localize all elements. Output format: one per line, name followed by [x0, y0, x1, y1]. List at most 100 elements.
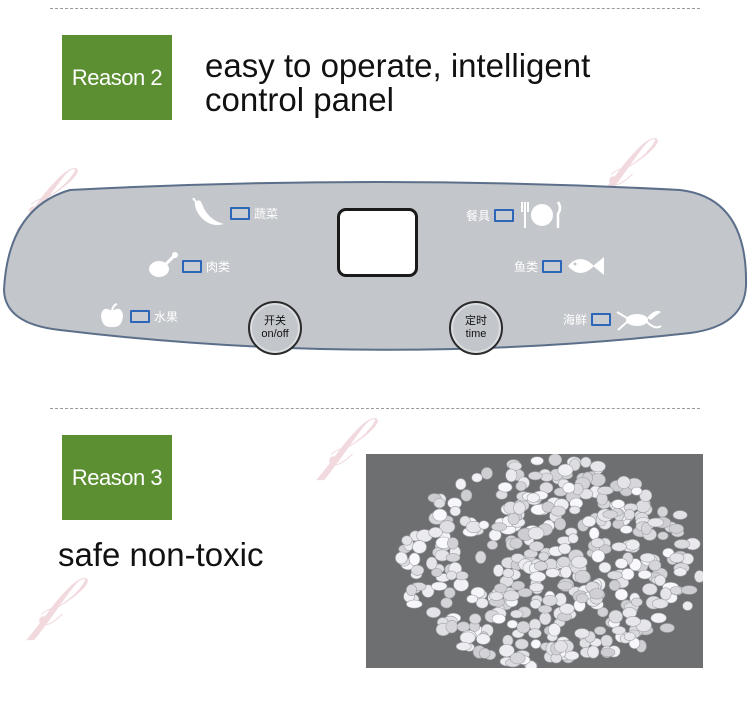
pellet	[538, 604, 553, 614]
watermark: 𝒻	[320, 400, 352, 482]
pellet	[668, 523, 684, 534]
pellet	[509, 652, 526, 665]
pellet	[395, 551, 408, 565]
pellet	[478, 647, 491, 659]
pellets-image	[395, 454, 703, 668]
pellet	[505, 468, 518, 482]
pellet	[694, 570, 703, 583]
pellet	[514, 638, 529, 650]
power-button-en: on/off	[261, 328, 289, 340]
pellet	[530, 639, 542, 649]
mode-tableware[interactable]: 餐具	[466, 200, 564, 230]
pellet	[614, 558, 628, 569]
pellet	[650, 612, 667, 624]
pellet	[529, 582, 544, 593]
label-meat: 肉类	[206, 259, 231, 274]
pellet	[580, 456, 592, 468]
pellet	[607, 570, 623, 580]
pellet	[513, 501, 526, 515]
pellet	[475, 550, 487, 564]
pellet	[478, 520, 490, 530]
pellet	[654, 574, 666, 587]
pellet	[517, 588, 533, 598]
tableware-icon	[521, 201, 562, 228]
pellet	[466, 594, 478, 604]
pellet	[640, 522, 652, 535]
pellet	[526, 492, 540, 503]
pellet	[621, 568, 635, 581]
label-vegetables: 蔬菜	[254, 206, 279, 221]
pellet	[425, 556, 438, 570]
pellet	[616, 475, 631, 489]
pellet	[502, 568, 514, 578]
pellet	[528, 471, 543, 481]
pellet	[476, 633, 491, 645]
pellet	[673, 539, 691, 549]
pellet	[538, 551, 549, 562]
led-seafood	[591, 312, 612, 326]
pellet	[657, 506, 669, 518]
pellet	[510, 609, 524, 619]
pellet	[637, 569, 652, 580]
pellet	[602, 510, 618, 519]
pellet	[528, 628, 542, 639]
top-divider	[50, 8, 700, 9]
pellet	[494, 583, 508, 594]
pellet	[642, 583, 658, 596]
pellet	[471, 472, 483, 483]
pellet	[625, 539, 640, 551]
pellet	[456, 621, 470, 632]
pellet	[659, 587, 672, 601]
timer-button[interactable]: 定时 time	[449, 301, 503, 355]
pellet	[460, 489, 473, 502]
reason-3-badge: Reason 3	[62, 435, 172, 520]
mode-meat[interactable]: 肉类	[148, 252, 230, 280]
label-fish: 鱼类	[514, 259, 539, 274]
pellet	[445, 553, 461, 563]
pellet	[559, 603, 575, 615]
pellet	[529, 571, 547, 583]
pellet	[600, 647, 616, 658]
reason-2-badge: Reason 2	[62, 35, 172, 120]
led-fruit	[130, 309, 150, 323]
pellet	[489, 591, 504, 601]
pellet	[486, 540, 498, 550]
power-button[interactable]: 开关 on/off	[248, 301, 302, 355]
pellet	[560, 565, 572, 579]
pellet	[574, 569, 591, 584]
mode-fish[interactable]: 鱼类	[514, 252, 606, 280]
fish-icon	[568, 257, 605, 275]
pellet	[509, 537, 523, 550]
pellet	[574, 628, 590, 639]
pellet	[430, 568, 443, 578]
pellet	[639, 552, 656, 563]
mode-vegetables[interactable]: 蔬菜	[192, 198, 278, 228]
pellet	[589, 588, 605, 600]
pellet	[591, 549, 605, 563]
pellet	[611, 499, 625, 509]
pellet	[469, 613, 482, 625]
mode-fruit[interactable]: 水果	[98, 302, 178, 330]
pellet	[614, 588, 628, 601]
led-fish	[542, 259, 563, 273]
pellet	[571, 555, 588, 569]
pellet	[635, 499, 651, 513]
pellet	[446, 570, 457, 581]
pellet	[412, 540, 427, 554]
timer-button-en: time	[465, 328, 487, 340]
pellet	[608, 579, 621, 591]
pellet	[529, 599, 542, 610]
pellet	[590, 537, 605, 548]
mode-seafood[interactable]: 海鲜	[563, 304, 663, 334]
pellet	[542, 594, 558, 607]
reason-3-headline: safe non-toxic	[58, 536, 264, 573]
pellet	[657, 531, 669, 541]
pellet	[659, 623, 675, 633]
pellet	[455, 641, 472, 651]
pellet	[557, 581, 573, 591]
pellet	[511, 580, 525, 591]
pellet	[554, 517, 567, 531]
pellet	[459, 631, 476, 644]
pellet	[401, 535, 413, 546]
label-seafood: 海鲜	[563, 312, 588, 327]
